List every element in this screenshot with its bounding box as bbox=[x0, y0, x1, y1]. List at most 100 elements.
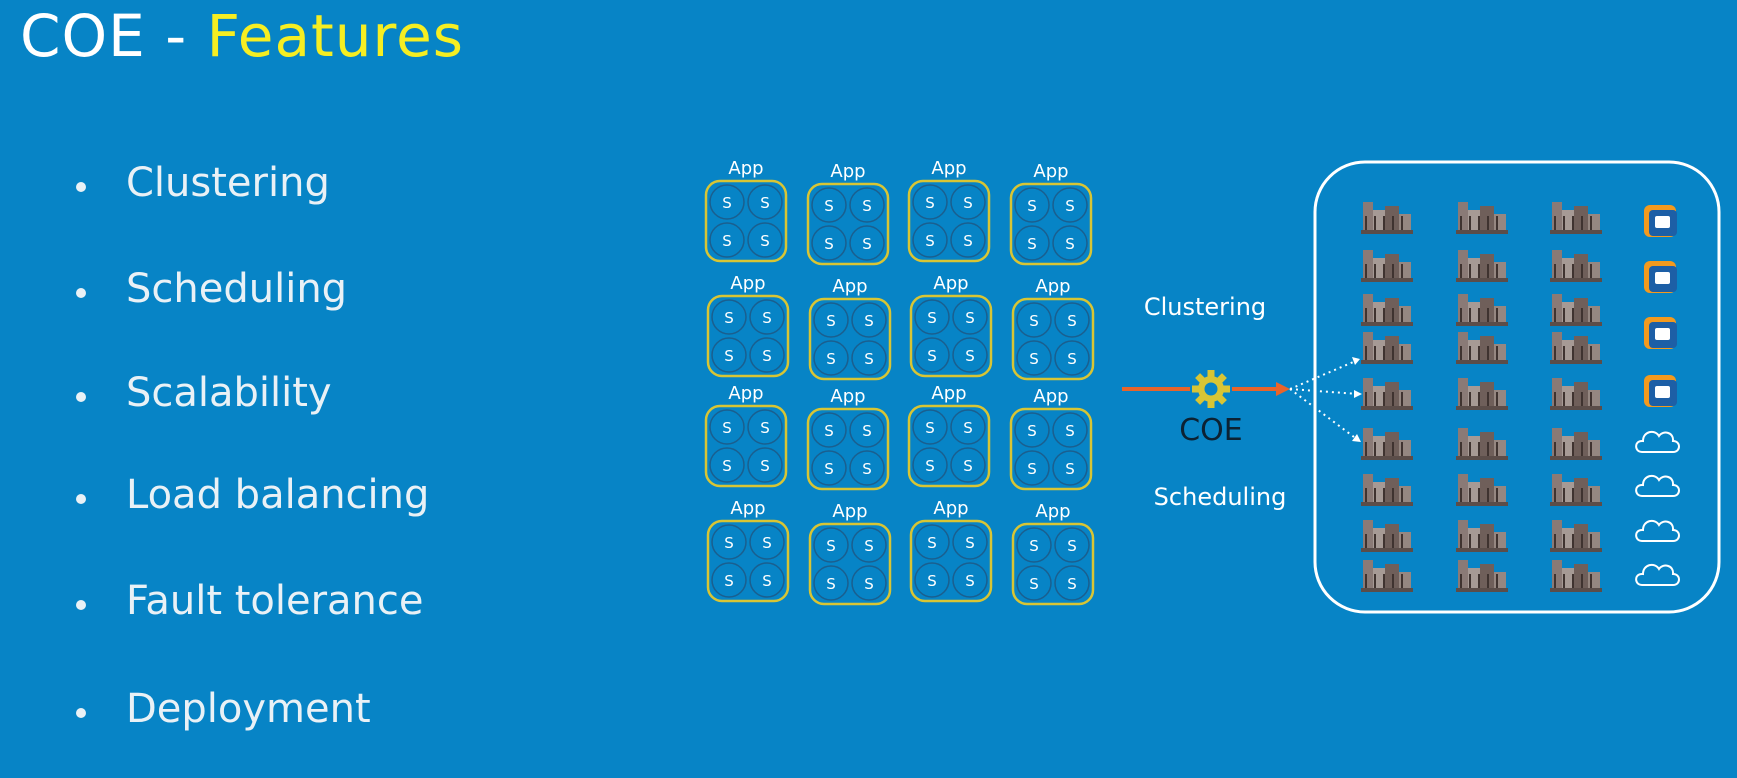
app-label: App bbox=[933, 498, 968, 519]
service-circle bbox=[914, 299, 950, 335]
server-rack-icon bbox=[1361, 428, 1413, 460]
cloud-icon bbox=[1635, 563, 1680, 586]
schedule-arrows bbox=[1289, 359, 1359, 441]
service-circle bbox=[912, 184, 948, 220]
app-container bbox=[808, 522, 892, 606]
server-rack-icon bbox=[1550, 202, 1602, 234]
title-main: COE - bbox=[20, 2, 207, 70]
service-label: S bbox=[824, 460, 834, 478]
service-label: S bbox=[925, 419, 935, 437]
service-circle bbox=[747, 447, 783, 483]
service-circle bbox=[709, 409, 745, 445]
service-circle bbox=[912, 409, 948, 445]
app-container bbox=[909, 519, 993, 603]
service-circle bbox=[709, 222, 745, 258]
service-label: S bbox=[760, 232, 770, 250]
arrow-head-icon bbox=[1276, 382, 1290, 396]
bullet-icon bbox=[76, 708, 86, 718]
service-circle bbox=[851, 340, 887, 376]
service-circle bbox=[813, 527, 849, 563]
server-rack-icon bbox=[1550, 294, 1602, 326]
feature-label: Scheduling bbox=[126, 266, 348, 312]
vm-box-icon bbox=[1644, 375, 1677, 407]
service-circle bbox=[950, 409, 986, 445]
app-container bbox=[909, 294, 993, 378]
app-label: App bbox=[931, 158, 966, 179]
service-label: S bbox=[864, 350, 874, 368]
service-label: S bbox=[864, 575, 874, 593]
cloud-icon bbox=[1635, 519, 1680, 542]
app-label: App bbox=[931, 383, 966, 404]
title-accent: Features bbox=[206, 2, 464, 70]
cloud-icon bbox=[1635, 474, 1680, 497]
service-circle bbox=[952, 524, 988, 560]
service-circle bbox=[851, 565, 887, 601]
service-circle bbox=[849, 225, 885, 261]
service-label: S bbox=[864, 312, 874, 330]
arrow-head-icon bbox=[1352, 434, 1361, 442]
bullet-icon bbox=[76, 288, 86, 298]
service-circle bbox=[811, 412, 847, 448]
service-label: S bbox=[762, 572, 772, 590]
service-circle bbox=[912, 447, 948, 483]
server-rack-icon bbox=[1550, 332, 1602, 364]
service-circle bbox=[851, 302, 887, 338]
service-label: S bbox=[1029, 312, 1039, 330]
app-container bbox=[704, 404, 788, 488]
service-circle bbox=[813, 302, 849, 338]
server-rack-icon bbox=[1456, 294, 1508, 326]
service-circle bbox=[1016, 527, 1052, 563]
service-circle bbox=[711, 337, 747, 373]
app-label: App bbox=[832, 501, 867, 522]
service-label: S bbox=[1067, 537, 1077, 555]
server-rack-icon bbox=[1361, 378, 1413, 410]
service-circle bbox=[813, 565, 849, 601]
service-circle bbox=[711, 524, 747, 560]
clustering-label: Clustering bbox=[1144, 293, 1266, 321]
service-circle bbox=[811, 187, 847, 223]
service-circle bbox=[709, 184, 745, 220]
service-circle bbox=[952, 299, 988, 335]
gear-icon bbox=[1192, 370, 1230, 408]
schedule-arrow bbox=[1289, 359, 1359, 390]
service-circle bbox=[711, 562, 747, 598]
service-circle bbox=[747, 184, 783, 220]
service-circle bbox=[749, 562, 785, 598]
app-label: App bbox=[830, 386, 865, 407]
app-label: App bbox=[730, 273, 765, 294]
service-label: S bbox=[1067, 350, 1077, 368]
service-label: S bbox=[862, 422, 872, 440]
service-label: S bbox=[862, 235, 872, 253]
service-label: S bbox=[1027, 460, 1037, 478]
server-rack-icon bbox=[1456, 428, 1508, 460]
service-label: S bbox=[927, 347, 937, 365]
service-circle bbox=[950, 447, 986, 483]
server-rack-icon bbox=[1456, 520, 1508, 552]
service-label: S bbox=[724, 347, 734, 365]
feature-label: Deployment bbox=[126, 686, 371, 732]
service-circle bbox=[950, 222, 986, 258]
app-label: App bbox=[728, 383, 763, 404]
service-label: S bbox=[1065, 422, 1075, 440]
service-circle bbox=[914, 524, 950, 560]
service-circle bbox=[749, 524, 785, 560]
service-circle bbox=[1014, 412, 1050, 448]
service-label: S bbox=[1027, 422, 1037, 440]
server-rack-icon bbox=[1456, 560, 1508, 592]
server-rack-icon bbox=[1361, 332, 1413, 364]
service-label: S bbox=[722, 457, 732, 475]
service-circle bbox=[709, 447, 745, 483]
service-label: S bbox=[1029, 575, 1039, 593]
service-circle bbox=[849, 187, 885, 223]
service-circle bbox=[849, 450, 885, 486]
bullet-icon bbox=[76, 182, 86, 192]
service-circle bbox=[747, 409, 783, 445]
service-circle bbox=[811, 225, 847, 261]
service-label: S bbox=[1067, 312, 1077, 330]
service-label: S bbox=[824, 422, 834, 440]
